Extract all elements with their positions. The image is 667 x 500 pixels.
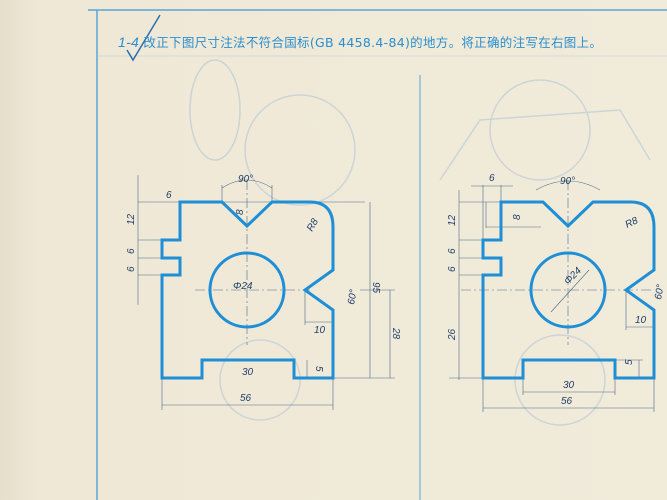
dim-total-width: 56 [561, 396, 573, 407]
dim-radius: R8 [305, 217, 321, 234]
dim-v-depth: 8 [512, 214, 523, 220]
dim-diameter: Φ24 [233, 281, 253, 292]
dim-tab-width: 6 [166, 190, 172, 201]
dim-26: 26 [447, 328, 458, 341]
dim-base-step: 5 [624, 359, 635, 365]
dim-angle-side: 60° [653, 284, 666, 301]
dim-slot-width: 30 [242, 367, 254, 378]
dimension-lines [449, 180, 655, 412]
right-drawing: 90° 6 8 R8 12 6 6 26 Φ24 60° 10 5 30 56 [447, 173, 667, 412]
dim-side-depth: 10 [314, 325, 326, 336]
dim-12: 12 [447, 214, 458, 226]
dim-6b: 6 [447, 266, 458, 272]
bore-circle [208, 251, 286, 329]
dim-v-depth: 8 [235, 209, 246, 215]
exercise-instruction: 1-4 改正下图尺寸注法不符合国标(GB 4458.4-84)的地方。将正确的注… [118, 32, 602, 51]
dimension-lines [137, 175, 395, 410]
check-mark [126, 14, 161, 62]
dim-slot-width: 30 [563, 380, 575, 391]
dim-total-width: 56 [240, 393, 252, 404]
page-frame [88, 9, 667, 500]
dim-diameter: Φ24 [562, 265, 584, 287]
dim-tab-width: 6 [489, 173, 495, 184]
dim-6a: 6 [447, 248, 458, 254]
dim-angle-top: 90° [560, 176, 575, 187]
dim-6b: 6 [126, 266, 137, 272]
dim-angle-top: 90° [238, 174, 253, 185]
part-outline [160, 200, 335, 380]
bore-circle [529, 251, 607, 329]
dim-angle-side: 60° [346, 289, 359, 306]
dim-height-28: 28 [390, 327, 401, 340]
exercise-number: 1-4 [118, 34, 140, 50]
left-drawing: 90° 6 8 R8 12 6 6 Φ24 60° 10 95 28 5 30 … [126, 174, 401, 410]
dim-12: 12 [126, 213, 137, 225]
background-ghost-drawing [189, 59, 651, 426]
dim-side-depth: 10 [635, 315, 647, 326]
dim-total-height: 95 [370, 282, 381, 294]
dim-base-step: 5 [313, 366, 324, 372]
part-outline [481, 200, 656, 380]
dim-6a: 6 [126, 248, 137, 254]
exercise-text: 改正下图尺寸注法不符合国标(GB 4458.4-84)的地方。将正确的注写在右图… [143, 35, 603, 50]
dim-radius: R8 [624, 215, 641, 231]
